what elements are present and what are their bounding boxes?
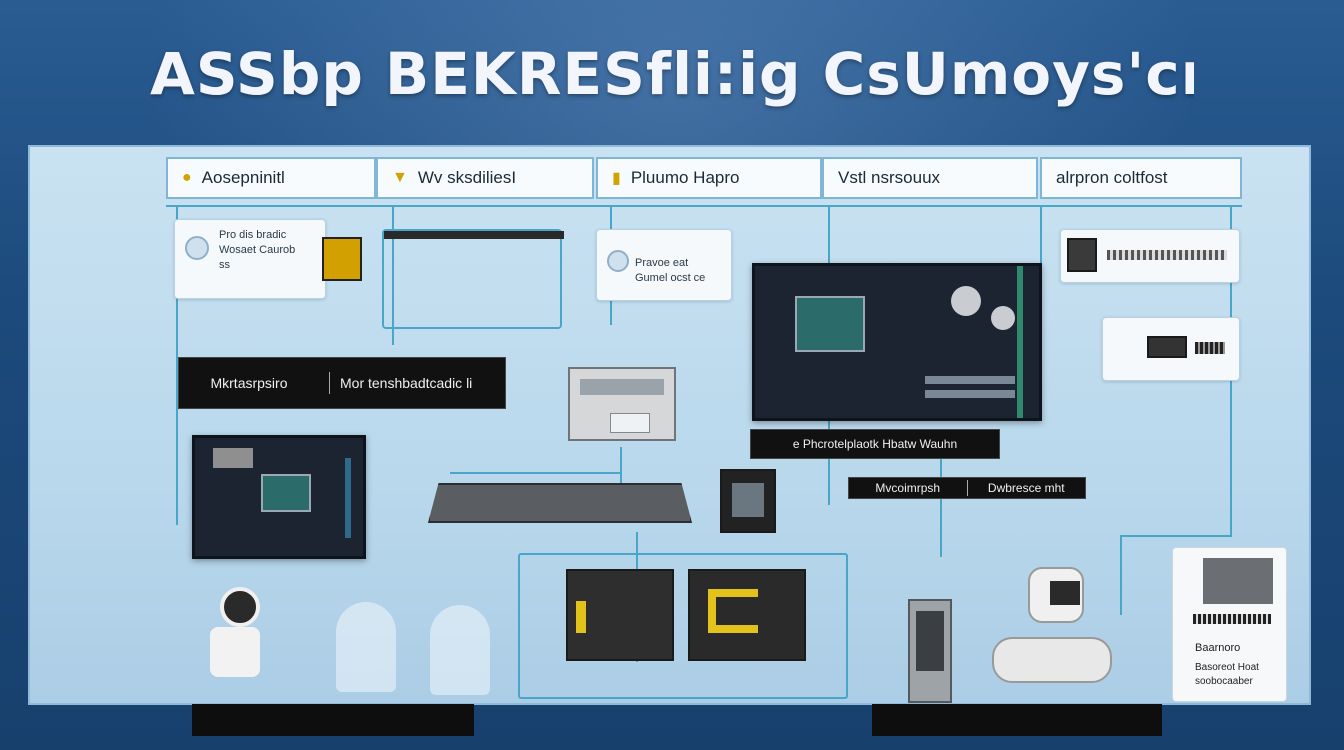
stage-header-1: ● Aosepninitl: [166, 157, 376, 199]
device-icon: [1203, 558, 1273, 604]
label-bar-3: Mvcoimrpsh Dwbresce mht: [848, 477, 1086, 499]
bulb-icon: ▼: [392, 169, 408, 186]
card-text: Pro dis bradic: [219, 229, 287, 241]
connector-strip: [1195, 342, 1225, 354]
label-text: Mvcoimrpsh: [875, 481, 941, 495]
stage-label-4: Vstl nsrsouux: [838, 168, 941, 187]
robot-figure: [982, 567, 1122, 687]
robot-figure: [180, 587, 270, 687]
pcie-slot: [345, 458, 351, 538]
stage-header-5: alrpron coltfost: [1040, 157, 1242, 199]
connector-strip: [1193, 614, 1271, 624]
info-card-2: Pravoe eat Gumel ocst ce: [596, 229, 732, 301]
connector-line: [176, 205, 178, 525]
bulb-icon: ●: [182, 169, 192, 186]
motherboard-small: [192, 435, 366, 559]
info-card-3: [1060, 229, 1240, 283]
module-icon: [1147, 336, 1187, 358]
ghost-figure: [430, 605, 490, 695]
label-text: Mkrtasrpsiro: [210, 375, 288, 391]
connector-line: [392, 205, 394, 345]
label-text: Dwbresce mht: [987, 481, 1065, 495]
info-card-4: [1102, 317, 1240, 381]
connector-line: [620, 447, 622, 507]
stage-header-2: ▼ Wv sksdiliesI: [376, 157, 594, 199]
card-text: Gumel ocst ce: [635, 272, 706, 284]
base-bracket-right: [872, 704, 1162, 736]
ghost-figure: [336, 602, 396, 692]
card-text: ss: [219, 259, 230, 271]
tray-device: [428, 483, 692, 523]
cpu-chip: [261, 474, 311, 512]
connector-line: [1120, 535, 1232, 537]
card-text: Wosaet Caurob: [219, 244, 296, 256]
stage-label-3: Pluumo Hapro: [630, 168, 740, 187]
ram-slot: [925, 390, 1015, 398]
card-text: Pravoe eat: [635, 257, 689, 269]
connector-line: [450, 472, 620, 474]
panel-text: soobocaaber: [1195, 676, 1253, 687]
stage-label-1: Aosepninitl: [201, 168, 285, 187]
enclosure-frame: [518, 553, 848, 699]
stage-header-4: Vstl nsrsouux: [822, 157, 1038, 199]
battery-icon: [322, 237, 362, 281]
panel-text: Baarnoro: [1195, 642, 1241, 654]
label-bar-2: e Phcrotelplaotk Hbatw Wauhn: [750, 429, 1000, 459]
info-panel: Baarnoro Basoreot Hoat soobocaaber: [1172, 547, 1287, 702]
chipset: [213, 448, 253, 468]
cpu-chip: [795, 296, 865, 352]
pipe-rig: [382, 229, 564, 329]
bulb-icon: ▮: [612, 170, 621, 187]
base-bracket-left: [192, 704, 474, 736]
capacitor: [951, 286, 981, 316]
stage-label-2: Wv sksdiliesI: [417, 168, 517, 187]
diagram-board: ● Aosepninitl ▼ Wv sksdiliesI ▮ Pluumo H…: [28, 145, 1311, 705]
capacitor: [991, 306, 1015, 330]
connector-line: [1120, 535, 1122, 615]
label-text: e Phcrotelplaotk Hbatw Wauhn: [792, 437, 958, 451]
page-title: ASSbp BEKRESfli:ig CsUmoys'croR: [150, 40, 1194, 108]
panel-text: Basoreot Hoat: [1195, 662, 1259, 673]
processor-chip: [720, 469, 776, 533]
storage-module: [688, 569, 806, 661]
tower-device: [908, 599, 952, 703]
info-card-1: Pro dis bradic Wosaet Caurob ss: [174, 219, 326, 299]
connector-line: [166, 205, 1242, 207]
pcie-slot: [1017, 266, 1023, 418]
gear-icon: [607, 250, 629, 272]
drive-icon: [1067, 238, 1097, 272]
power-supply: [566, 569, 674, 661]
connector-strip: [1107, 250, 1227, 260]
motherboard-large: [752, 263, 1042, 421]
label-bar-1: Mkrtasrpsiro Mor tenshbadtcadic li: [178, 357, 506, 409]
ram-slot: [925, 376, 1015, 384]
stage-header-3: ▮ Pluumo Hapro: [596, 157, 822, 199]
server-shelf: [568, 367, 676, 441]
stage-label-5: alrpron coltfost: [1056, 168, 1168, 187]
gear-icon: [185, 236, 209, 260]
label-text: Mor tenshbadtcadic li: [340, 375, 473, 391]
